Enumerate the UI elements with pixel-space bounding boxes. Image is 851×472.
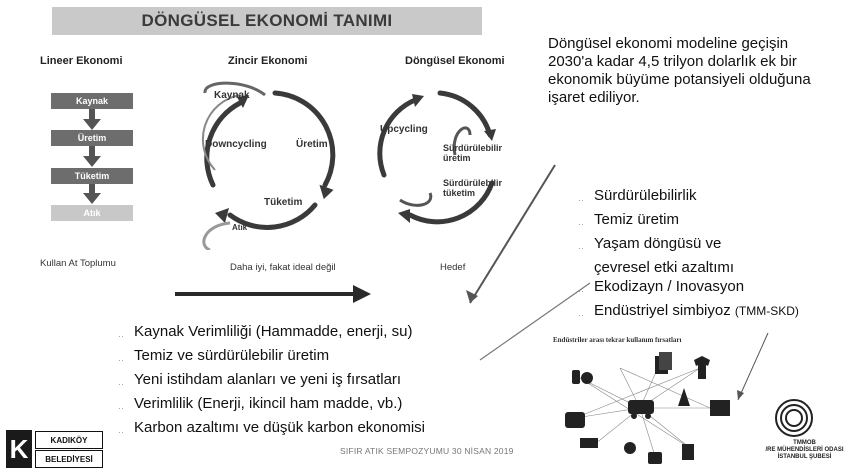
- list-item: ··Verimlilik (Enerji, ikincil ham madde,…: [118, 395, 403, 413]
- circular-label-sur-tuketim: Sürdürülebilir tüketim: [443, 178, 503, 198]
- circular-title: Döngüsel Ekonomi: [405, 55, 505, 67]
- chain-title: Zincir Ekonomi: [228, 55, 308, 67]
- chain-caption: Daha iyi, fakat ideal değil: [230, 262, 336, 273]
- circular-label-upcycling: Upcycling: [380, 124, 428, 135]
- linear-step-kaynak: Kaynak: [51, 93, 133, 109]
- kadikoy-logo-line1: KADIKÖY: [35, 431, 103, 449]
- bottom-list: ··Kaynak Verimliliği (Hammadde, enerji, …: [118, 322, 518, 442]
- list-item: ··Ekodizayn / Inovasyon: [578, 278, 745, 296]
- circular-caption: Hedef: [440, 262, 466, 273]
- chain-label-tuketim: Tüketim: [264, 197, 303, 208]
- tmmob-logo-icon: [775, 399, 813, 437]
- list-item: ··Endüstriyel simbiyoz (TMM-SKD): [578, 302, 799, 320]
- list-item: ··Sürdürülebilirlik: [578, 187, 697, 205]
- linear-step-uretim: Üretim: [51, 130, 133, 146]
- kadikoy-logo-mark: K: [6, 430, 32, 468]
- list-item: çevresel etki azaltımı: [594, 259, 735, 276]
- list-item: ··Karbon azaltımı ve düşük karbon ekonom…: [118, 419, 425, 437]
- symbiosis-illustration: [565, 352, 730, 464]
- chain-label-atik: Atık: [232, 223, 248, 232]
- linear-title: Lineer Ekonomi: [40, 55, 123, 67]
- list-item: ··Yaşam döngüsü ve: [578, 235, 722, 253]
- right-list: ··Sürdürülebilirlik ··Temiz üretim ··Yaş…: [578, 186, 848, 325]
- linear-step-atik: Atık: [51, 205, 133, 221]
- intro-text: Döngüsel ekonomi modeline geçişin 2030'a…: [548, 35, 811, 106]
- list-item: ··Temiz ve sürdürülebilir üretim: [118, 347, 330, 365]
- tmm-skd-note: (TMM-SKD): [734, 304, 799, 318]
- list-item: ··Yeni istihdam alanları ve yeni iş fırs…: [118, 371, 402, 389]
- symbiosis-title: Endüstriler arası tekrar kullanım fırsat…: [553, 336, 682, 344]
- tmmob-logo-text: TMMOB /RE MÜHENDİSLERİ ODASI İSTANBUL ŞU…: [765, 440, 844, 460]
- progress-arrow: [175, 285, 371, 303]
- chain-cycle-diagram: [201, 81, 336, 250]
- footer-text: SIFIR ATIK SEMPOZYUMU 30 NİSAN 2019: [340, 446, 514, 456]
- chain-label-downcycling: Downcycling: [205, 139, 267, 150]
- chain-label-uretim: Üretim: [296, 139, 328, 150]
- circular-cycle-diagram: [377, 90, 496, 225]
- linear-arrows: [83, 109, 101, 204]
- title-banner: DÖNGÜSEL EKONOMİ TANIMI: [52, 7, 482, 35]
- list-item: ··Temiz üretim: [578, 211, 680, 229]
- chain-label-kaynak: Kaynak: [214, 90, 250, 101]
- circular-label-sur-uretim: Sürdürülebilir üretim: [443, 143, 503, 163]
- list-item: ··Kaynak Verimliliği (Hammadde, enerji, …: [118, 323, 413, 341]
- kadikoy-logo-line2: BELEDİYESİ: [35, 450, 103, 468]
- linear-caption: Kullan At Toplumu: [40, 258, 116, 269]
- linear-step-tuketim: Tüketim: [51, 168, 133, 184]
